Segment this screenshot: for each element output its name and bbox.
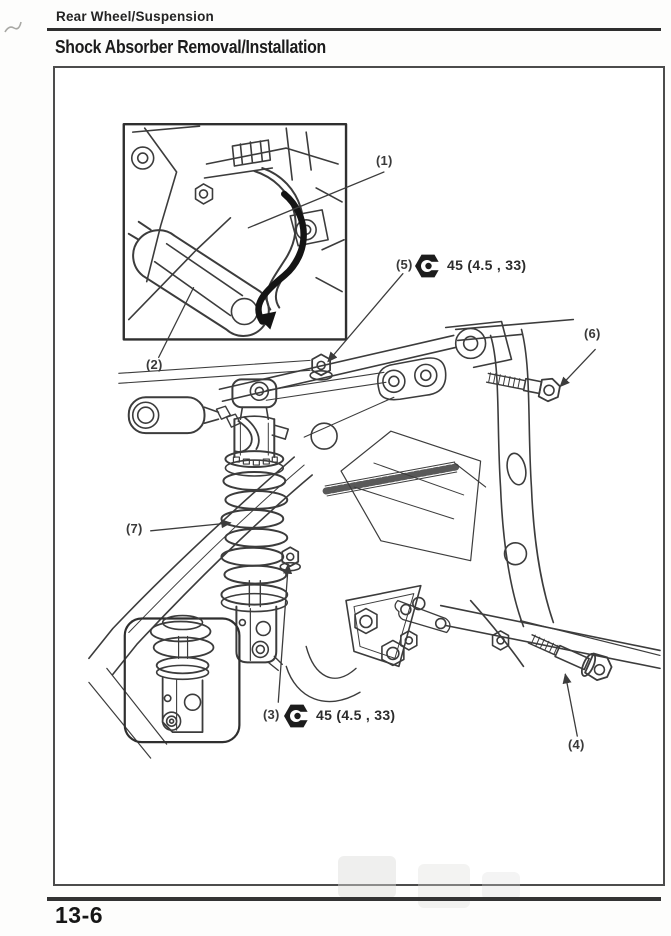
- diagram-frame: [53, 66, 665, 886]
- callout-1-label: (1): [376, 153, 393, 168]
- reservoir-closeup-drawing: [127, 220, 270, 337]
- callout-6-label: (6): [584, 326, 601, 341]
- bolt-4-drawing: [527, 634, 613, 682]
- torque-wrench-icon: [284, 704, 311, 728]
- pencil-scan-mark: [4, 21, 22, 33]
- torque-wrench-icon: [415, 254, 442, 278]
- inset-photo-box: [122, 122, 348, 341]
- diagram-artwork: [88, 122, 661, 759]
- torque-spec-5-value: 45 (4.5 , 33): [447, 257, 527, 273]
- linkage-drawing: [345, 584, 661, 670]
- header-rule: [47, 28, 661, 31]
- inset-detail-box: [123, 614, 241, 744]
- chain-drawing: [322, 461, 487, 497]
- scan-artifact: [418, 864, 470, 908]
- footer-rule: [47, 897, 661, 901]
- swingarm-drawing: [88, 456, 361, 759]
- bolt-6-drawing: [485, 372, 561, 403]
- scan-artifact: [338, 856, 396, 898]
- callout-7-label: (7): [126, 521, 143, 536]
- page-number: 13-6: [55, 902, 104, 928]
- callout-4-label: (4): [568, 737, 585, 752]
- reservoir-drawing: [127, 396, 260, 453]
- frame-drawing: [218, 318, 575, 628]
- nut-5-drawing: [309, 353, 333, 381]
- torque-spec-3-value: 45 (4.5 , 33): [316, 707, 396, 723]
- page-title: Shock Absorber Removal/Installation: [55, 37, 326, 57]
- callout-3-label: (3): [263, 707, 280, 722]
- callout-5-label: (5): [396, 257, 413, 272]
- leader-lines: [150, 171, 596, 737]
- callout-2-label: (2): [146, 357, 163, 372]
- section-header: Rear Wheel/Suspension: [56, 9, 214, 24]
- scan-artifact: [482, 872, 520, 900]
